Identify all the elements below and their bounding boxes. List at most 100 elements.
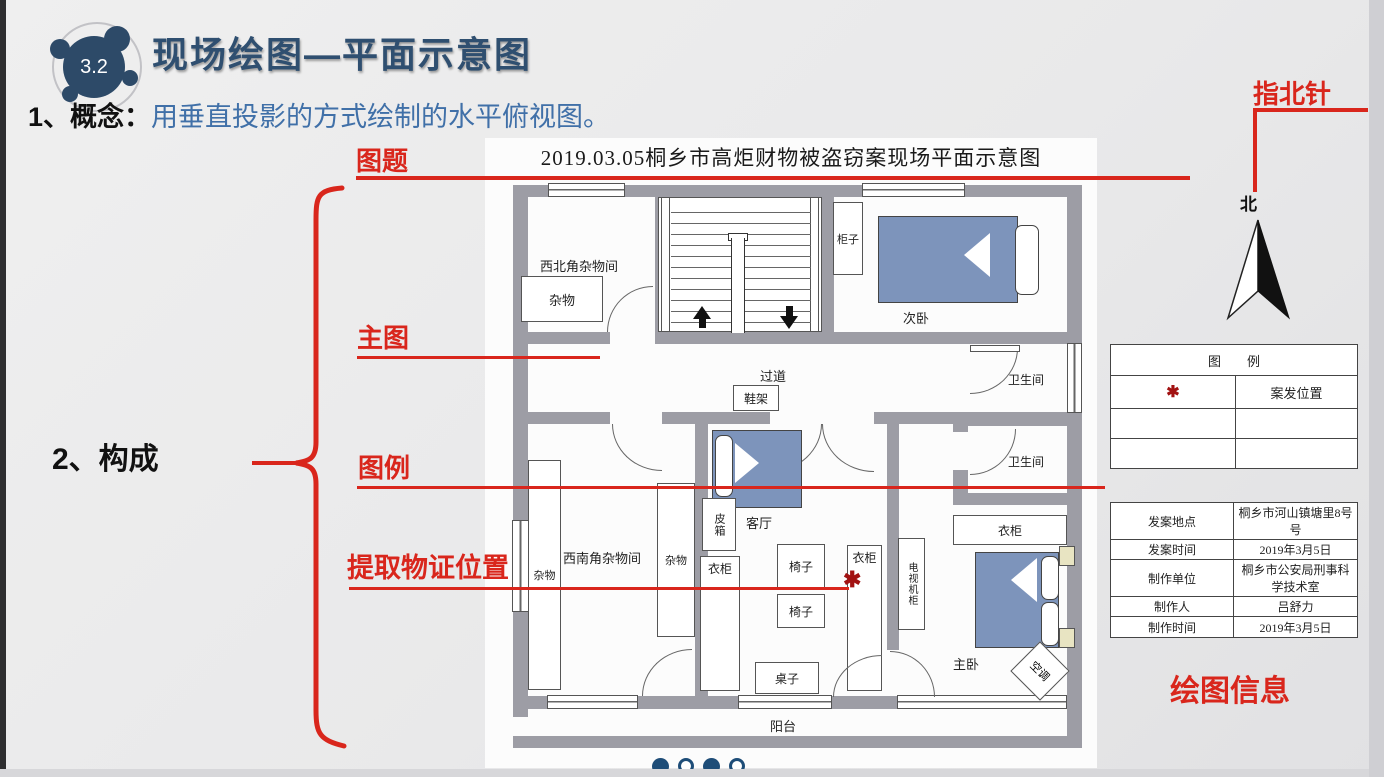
concept-label: 1、概念： <box>28 102 152 132</box>
map-title-underline <box>356 176 1190 180</box>
wall-left <box>513 185 528 717</box>
wall-bottom-outer <box>513 736 1082 748</box>
pillow <box>1041 602 1059 646</box>
legend-label <box>1235 439 1357 468</box>
annotation-legend: 图例 <box>358 453 411 483</box>
legend-symbol <box>1111 439 1235 468</box>
slide-right-edge <box>1369 0 1384 777</box>
stair-rail <box>810 198 819 331</box>
staircase <box>658 197 822 333</box>
wall-bathroom-divider <box>953 412 1082 426</box>
concept-text: 用垂直投影的方式绘制的水平俯视图。 <box>151 102 611 132</box>
legend-header: 图 例 <box>1207 353 1260 369</box>
north-label: 北 <box>1240 195 1257 214</box>
north-pointer-line-h <box>1253 108 1368 112</box>
legend-pointer-line <box>357 486 1105 489</box>
annotation-map-title: 图题 <box>356 146 409 176</box>
furniture-table: 桌子 <box>755 662 819 694</box>
annotation-drawing-info: 绘图信息 <box>1170 675 1290 708</box>
door-arc <box>612 424 662 471</box>
wall-living-master <box>887 424 899 650</box>
stair-divider <box>731 238 745 333</box>
info-value: 吕舒力 <box>1233 597 1357 616</box>
info-value: 2019年3月5日 <box>1233 540 1357 559</box>
page-title: 现场绘图—平面示意图 <box>152 34 533 75</box>
wall-corridor-bottom <box>874 412 953 424</box>
door-leaf <box>970 345 1020 352</box>
wall-bath-left <box>953 470 968 493</box>
window <box>548 183 625 197</box>
room-label-corridor: 过道 <box>760 369 787 384</box>
info-key: 制作人 <box>1153 600 1190 614</box>
furniture-chair: 椅子 <box>777 594 825 628</box>
stair-arrow-down <box>786 306 793 316</box>
furniture-air-conditioner: 空调 <box>1010 641 1070 701</box>
window <box>738 695 832 709</box>
furniture-chair: 椅子 <box>777 544 825 588</box>
stair-arrow-up <box>699 318 706 328</box>
furniture-sundries-strip: 杂物 <box>528 460 561 690</box>
wall-corridor-top <box>528 332 610 344</box>
info-table: 发案地点 桐乡市河山镇塘里8号号 发案时间 2019年3月5日 制作单位 桐乡市… <box>1110 502 1358 638</box>
door-arc <box>642 649 692 696</box>
room-label-nw-storage: 西北角杂物间 <box>540 259 619 274</box>
info-key: 制作时间 <box>1147 620 1196 635</box>
furniture-sundries: 杂物 <box>521 276 603 322</box>
room-label-living: 客厅 <box>746 516 773 531</box>
furniture-wardrobe: 衣柜 <box>953 515 1067 545</box>
section-badge-ring <box>52 22 142 112</box>
room-label-sw-storage: 西南角杂物间 <box>563 551 642 566</box>
brace-shape <box>295 185 347 749</box>
room-label-master-bedroom: 主卧 <box>953 657 980 672</box>
legend-symbol <box>1111 409 1235 438</box>
badge-dot <box>122 70 138 86</box>
stair-arrow-up <box>693 306 711 319</box>
door-arc <box>822 424 874 472</box>
brace-connector-line <box>252 461 300 465</box>
wall-bath-left <box>953 424 968 432</box>
room-label-second-bedroom: 次卧 <box>903 311 930 326</box>
bed-fold <box>1011 558 1037 602</box>
door-arc <box>607 286 653 332</box>
window <box>512 520 529 612</box>
wall-corridor-bottom <box>528 412 610 424</box>
stair-rail <box>661 198 670 331</box>
floor-plan-image: 2019.03.05桐乡市高炬财物被盗窃案现场平面示意图 <box>485 138 1097 768</box>
wall-corridor-bottom <box>662 412 770 424</box>
nightstand <box>1059 628 1075 648</box>
plan-title: 2019.03.05桐乡市高炬财物被盗窃案现场平面示意图 <box>540 146 1042 170</box>
furniture-sundries-strip: 杂物 <box>657 483 695 637</box>
info-key: 发案地点 <box>1147 514 1196 529</box>
legend-symbol: ✱ <box>1166 384 1180 401</box>
window <box>862 183 965 197</box>
info-key: 发案时间 <box>1147 543 1196 557</box>
furniture-tv-cabinet: 电视机柜 <box>898 538 925 630</box>
nightstand <box>1059 546 1075 566</box>
wall-bath-bottom <box>953 493 1082 505</box>
door-arc <box>833 655 882 697</box>
pillow <box>1041 556 1059 600</box>
window <box>547 695 638 709</box>
door-arc <box>890 651 935 697</box>
wall-post <box>822 185 834 332</box>
legend-table: 图 例 ✱ 案发位置 <box>1110 344 1358 469</box>
furniture-wardrobe: 衣柜 <box>700 556 740 691</box>
furniture-cabinet: 柜子 <box>833 202 863 275</box>
info-value: 2019年3月5日 <box>1233 617 1357 637</box>
pillow <box>715 435 733 497</box>
evidence-pointer-line <box>349 587 849 590</box>
info-value: 桐乡市河山镇塘里8号号 <box>1233 503 1357 539</box>
slide-bottom-edge <box>0 769 1384 777</box>
annotation-north-arrow: 指北针 <box>1253 79 1332 109</box>
annotation-evidence-location: 提取物证位置 <box>347 553 509 583</box>
concept-line: 1、概念：用垂直投影的方式绘制的水平俯视图。 <box>28 95 610 134</box>
main-map-pointer-line <box>357 356 600 359</box>
north-pointer-line-v <box>1253 108 1257 192</box>
room-label-bathroom-bottom: 卫生间 <box>1008 455 1045 469</box>
compass-needle-icon <box>1226 219 1291 321</box>
pillow <box>1015 225 1039 295</box>
stair-arrow-down <box>780 316 798 329</box>
annotation-main-map: 主图 <box>357 323 410 353</box>
bed-fold <box>964 233 990 277</box>
info-value: 桐乡市公安局刑事科学技术室 <box>1233 560 1357 596</box>
